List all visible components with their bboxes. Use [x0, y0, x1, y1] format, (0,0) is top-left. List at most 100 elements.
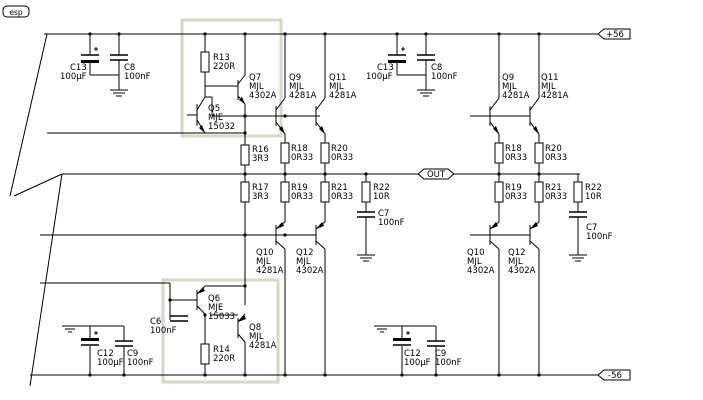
labels-q8-t-label: MJL [249, 332, 264, 342]
labels-c12a-label: C12 [97, 349, 114, 359]
c12-capacitor-lower-right [393, 326, 411, 375]
r20-resistor-right [534, 142, 544, 164]
r22-resistor-right [573, 181, 583, 203]
labels-q11a-p-label: 4281A [329, 91, 357, 101]
labels-r17-v-label: 3R3 [252, 192, 269, 202]
ground-symbol [62, 325, 78, 333]
q10-transistor-right [489, 221, 500, 250]
r16-resistor [240, 144, 250, 166]
labels-q12a-t-label: MJL [296, 257, 311, 267]
c9-capacitor-lower-left [115, 326, 133, 375]
labels-r21a-label: R21 [331, 183, 348, 193]
labels-q10a-p-label: 4281A [256, 266, 284, 276]
q6-transistor [190, 285, 206, 315]
q8-transistor [237, 313, 246, 343]
r22-resistor-left [361, 181, 371, 203]
labels-c13b-v-label: 100µF [366, 72, 393, 82]
r13-resistor [200, 51, 210, 73]
labels-r22a-v-label: 10R [373, 192, 390, 202]
q11-transistor-right [529, 97, 540, 135]
labels-r16-v-label: 3R3 [252, 154, 269, 164]
negative-rail-tag: -56 [597, 369, 631, 381]
labels-r18b-label: R18 [505, 144, 522, 154]
labels-q12a-p-label: 4302A [296, 266, 324, 276]
labels-q11b-label: Q11 [541, 73, 559, 83]
labels-q5-label: Q5 [208, 104, 220, 114]
labels-q9b-t-label: MJL [502, 82, 517, 92]
labels-r20a-label: R20 [331, 144, 348, 154]
labels-c13a-v-label: 100µF [60, 72, 87, 82]
q9-transistor-left [275, 97, 286, 135]
ground-symbol [569, 254, 587, 262]
labels-r22b-label: R22 [585, 183, 602, 193]
labels-r22b-v-label: 10R [585, 192, 602, 202]
output-tag: OUT [417, 168, 455, 180]
r21-resistor-right [534, 181, 544, 203]
labels-r13-v-label: 220R [213, 62, 235, 72]
labels-q7-label: Q7 [249, 73, 261, 83]
labels-r20b-v-label: 0R33 [545, 153, 567, 163]
ground-symbol [417, 89, 435, 97]
labels-q7-t-label: MJL [249, 82, 264, 92]
r21-resistor-left [320, 181, 330, 203]
labels-c9b-v-label: 100nF [435, 358, 462, 368]
logo-text: esp [9, 8, 23, 17]
labels-q10a-t-label: MJL [256, 257, 271, 267]
break-line-upper [9, 33, 48, 197]
labels-q10a-label: Q10 [256, 248, 274, 258]
labels-q11a-t-label: MJL [329, 82, 344, 92]
labels-r21a-v-label: 0R33 [331, 192, 353, 202]
labels-c8b-label: C8 [431, 63, 442, 73]
labels-r19b-label: R19 [505, 183, 522, 193]
labels-q9b-label: Q9 [502, 73, 514, 83]
labels-q6-t-label: MJE [208, 303, 223, 313]
labels-q12b-t-label: MJL [508, 257, 523, 267]
labels-q9b-p-label: 4281A [502, 91, 530, 101]
q9-transistor-right [489, 97, 500, 135]
q10-transistor-left [275, 221, 286, 250]
labels-c6-v-label: 100nF [150, 326, 177, 336]
labels-c12b-label: C12 [404, 349, 421, 359]
labels-q12b-p-label: 4302A [508, 266, 536, 276]
labels-q6-p-label: 15033 [208, 312, 235, 322]
labels-q5-p-label: 15032 [208, 122, 235, 132]
labels-q12b-label: Q12 [508, 248, 526, 258]
c13-capacitor-upper-right [388, 34, 406, 75]
labels-q10b-t-label: MJL [467, 257, 482, 267]
positive-rail-label: +56 [606, 30, 624, 40]
labels-q11a-label: Q11 [329, 73, 347, 83]
labels-c12b-v-label: 100µF [404, 358, 431, 368]
labels-r16-label: R16 [252, 145, 269, 155]
labels-r19b-v-label: 0R33 [505, 192, 527, 202]
break-line-lower [29, 173, 63, 387]
labels-q9a-label: Q9 [289, 73, 301, 83]
labels-r14-label: R14 [213, 345, 230, 355]
ground-symbol [374, 325, 390, 333]
labels-c7a-v-label: 100nF [378, 218, 405, 228]
c12-capacitor-lower-left [81, 326, 99, 375]
labels-r18a-v-label: 0R33 [291, 153, 313, 163]
c6-capacitor [170, 315, 188, 322]
ground-symbol [110, 89, 128, 97]
junction-dots [88, 32, 541, 377]
labels-c9b-label: C9 [435, 349, 446, 359]
ground-symbol [357, 254, 375, 262]
labels-q11b-p-label: 4281A [541, 91, 569, 101]
labels-q5-t-label: MJE [208, 113, 223, 123]
c13-capacitor-upper-left [81, 34, 99, 75]
labels-r19a-label: R19 [291, 183, 308, 193]
labels-c7b-v-label: 100nF [586, 232, 613, 242]
r19-resistor-left [280, 181, 290, 203]
r20-resistor-left [320, 142, 330, 164]
r17-resistor [240, 181, 250, 203]
labels-c9a-label: C9 [127, 349, 138, 359]
labels-c8a-label: C8 [124, 63, 135, 73]
lower-bias-highlight-box [161, 278, 280, 384]
labels-q10b-label: Q10 [467, 248, 485, 258]
labels-q12a-label: Q12 [296, 248, 314, 258]
labels-q6-label: Q6 [208, 294, 220, 304]
esp-logo: esp [2, 5, 30, 18]
labels-c7a-label: C7 [378, 209, 389, 219]
